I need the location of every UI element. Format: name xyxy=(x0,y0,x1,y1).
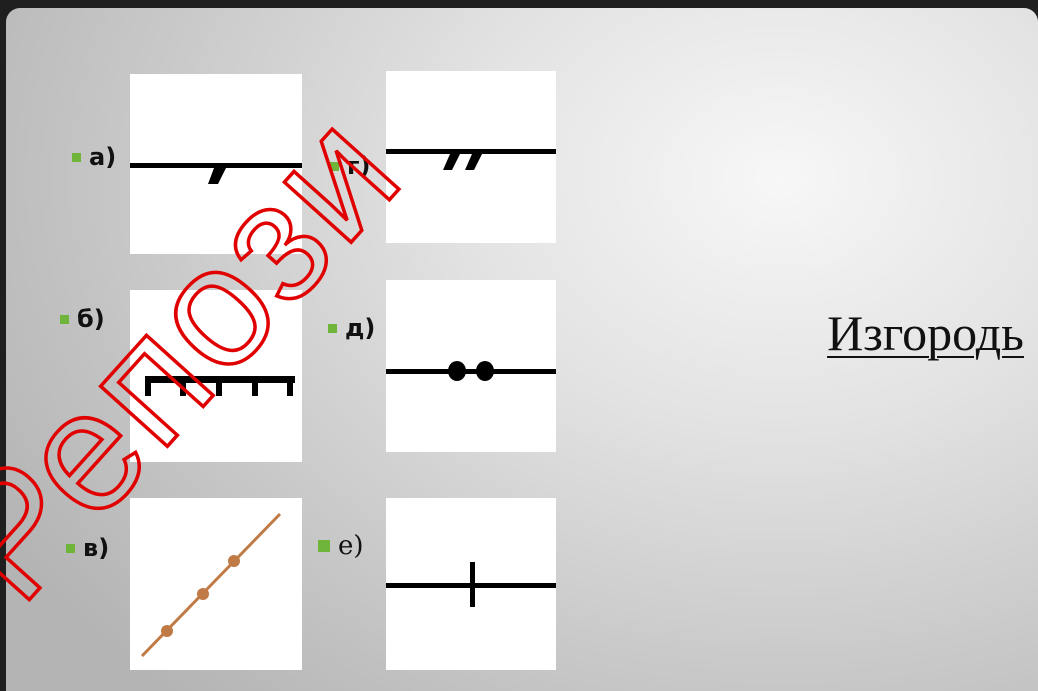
symbol-tile-a xyxy=(130,74,302,254)
label-v-text: в) xyxy=(83,534,110,562)
fence-symbol-b xyxy=(145,376,295,396)
label-b: б) xyxy=(60,305,105,333)
fence-symbol-g xyxy=(386,149,556,170)
bullet-icon xyxy=(66,543,75,553)
bullet-icon xyxy=(330,161,339,171)
slide-title: Изгородь xyxy=(827,305,1024,361)
bullet-icon xyxy=(72,152,81,162)
label-b-text: б) xyxy=(77,305,105,333)
symbol-tile-e xyxy=(386,498,556,670)
label-a: а) xyxy=(72,143,116,171)
label-e-text: е) xyxy=(338,531,364,561)
fence-symbol-e xyxy=(386,562,556,607)
bullet-icon xyxy=(318,540,330,552)
label-g-text: г) xyxy=(347,152,371,180)
label-d-text: д) xyxy=(345,314,376,342)
symbol-tile-v xyxy=(130,498,302,670)
bullet-icon xyxy=(328,323,337,333)
symbol-tile-g xyxy=(386,71,556,243)
fence-symbol-v xyxy=(140,512,282,658)
label-a-text: а) xyxy=(89,143,117,171)
symbol-tile-b xyxy=(130,290,302,462)
fence-symbol-a xyxy=(130,163,302,184)
label-g: г) xyxy=(330,152,371,180)
slide: а) б) в) xyxy=(6,8,1038,691)
label-d: д) xyxy=(328,314,375,342)
bullet-icon xyxy=(60,314,69,324)
label-e: е) xyxy=(318,531,364,561)
symbol-tile-d xyxy=(386,280,556,452)
fence-symbol-d xyxy=(386,361,556,381)
label-v: в) xyxy=(66,534,109,562)
